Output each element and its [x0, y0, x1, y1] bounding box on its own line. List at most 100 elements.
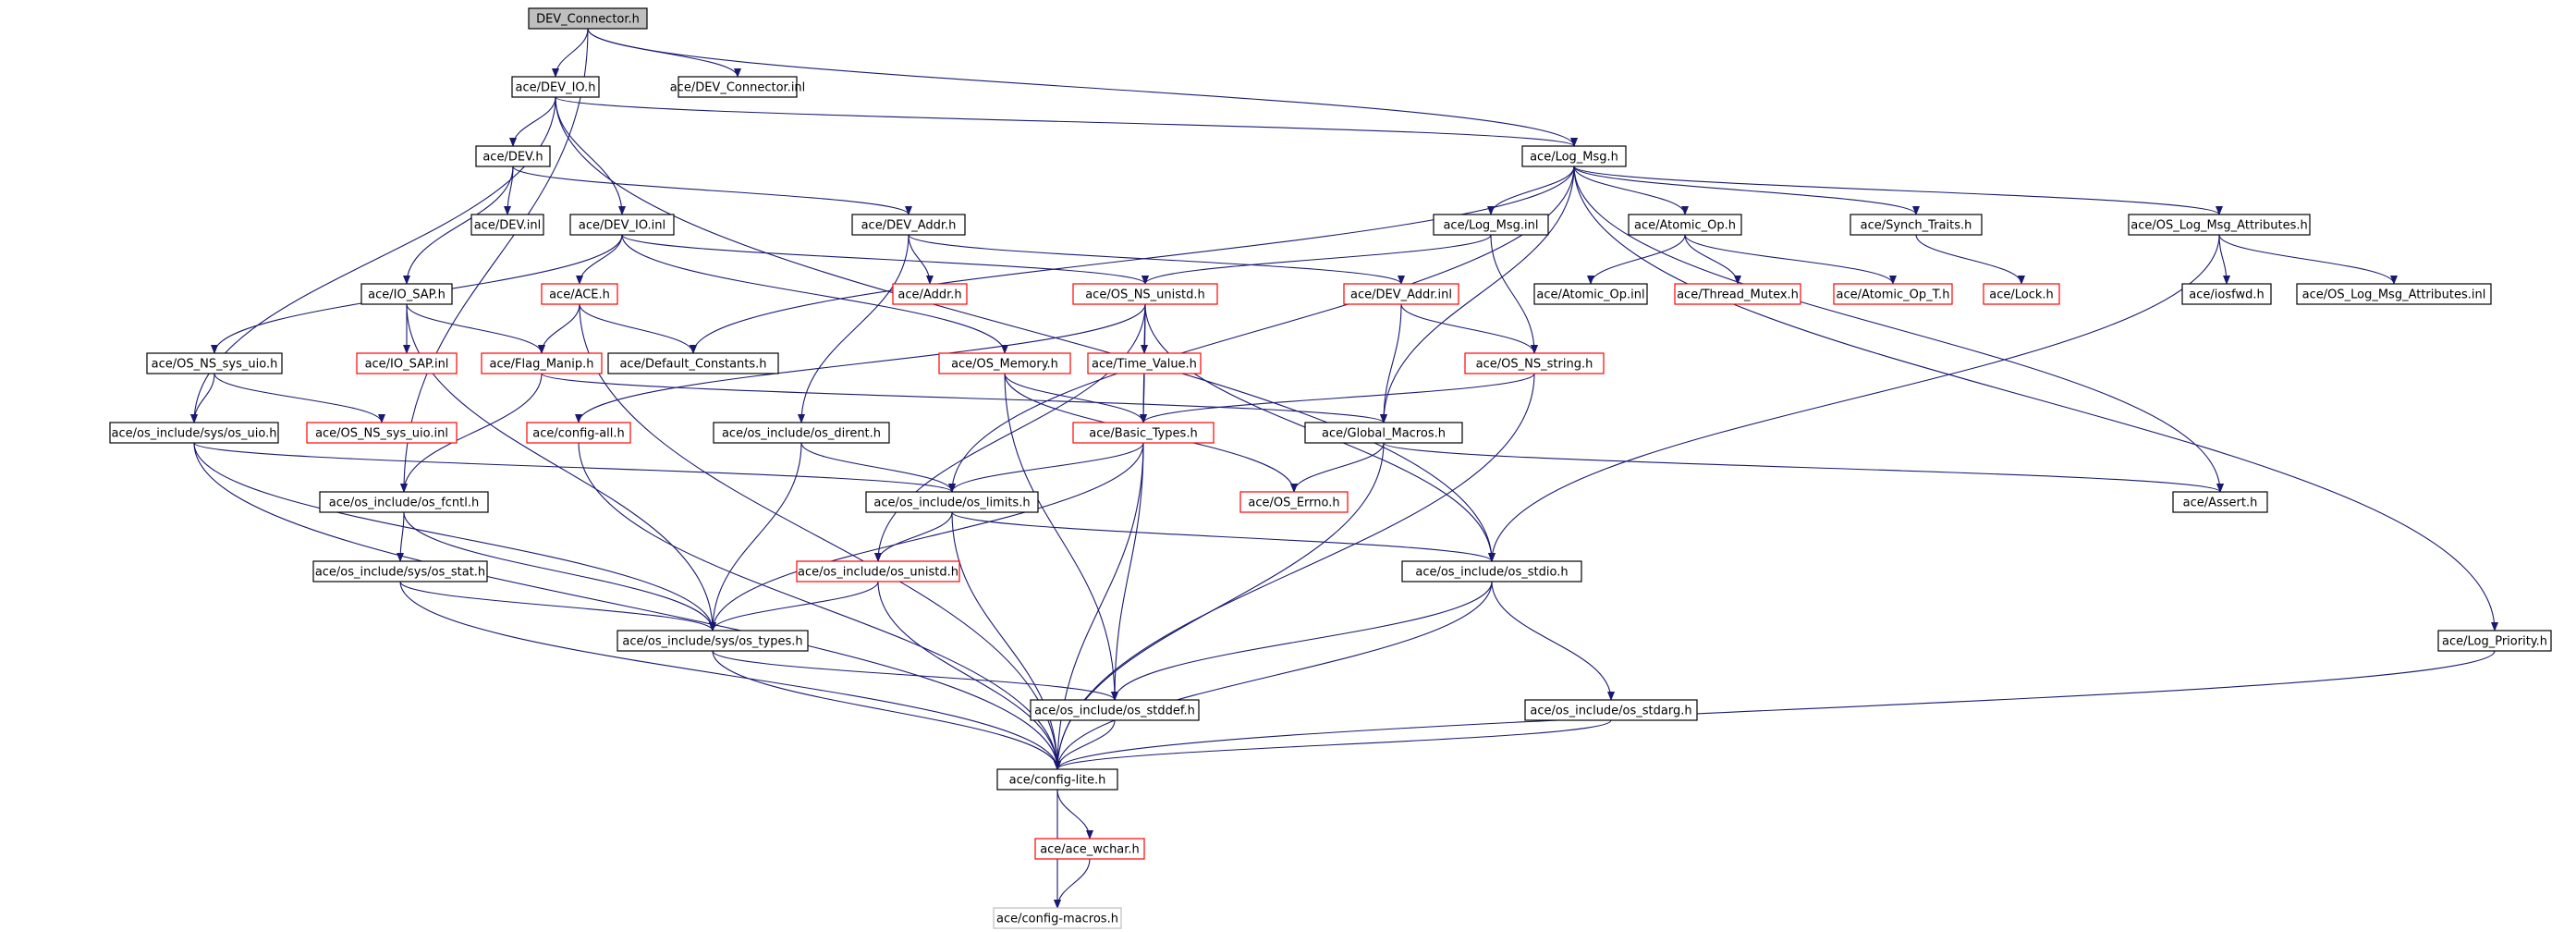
- node-label: ace/Basic_Types.h: [1089, 427, 1197, 441]
- edge-n6-n15: [621, 234, 1149, 285]
- node-box: [569, 214, 675, 236]
- edge-n4-n8: [1487, 166, 1575, 215]
- node-ace-log-msg-inl[interactable]: ace/Log_Msg.inl: [1433, 214, 1549, 236]
- edge-n42-n45: [1111, 581, 1493, 701]
- edge-n41-n47: [877, 581, 1061, 770]
- node-ace-os-include-os-stdarg-h[interactable]: ace/os_include/os_stdarg.h: [1524, 699, 1698, 721]
- node-ace-os-include-os-stdio-h[interactable]: ace/os_include/os_stdio.h: [1401, 560, 1582, 582]
- edge-n30-n37: [193, 442, 956, 493]
- edge-n46-n47: [1054, 719, 1612, 770]
- edge-n9-n18: [1684, 234, 1741, 285]
- node-ace-os-ns-unistd-h[interactable]: ace/OS_NS_unistd.h: [1072, 283, 1218, 305]
- node-ace-atomic-op-inl[interactable]: ace/Atomic_Op.inl: [1533, 283, 1648, 305]
- edge-n43-n45: [712, 650, 1118, 701]
- node-box: [1533, 283, 1648, 305]
- node-box: [892, 283, 968, 305]
- node-ace-synch-traits-h[interactable]: ace/Synch_Traits.h: [1850, 214, 1983, 236]
- node-label: ace/Flag_Manip.h: [490, 358, 594, 372]
- node-ace-os-errno-h[interactable]: ace/OS_Errno.h: [1239, 491, 1349, 513]
- node-ace-global-macros-h[interactable]: ace/Global_Macros.h: [1304, 422, 1463, 444]
- node-box: [2437, 630, 2552, 652]
- node-ace-os-include-sys-os-uio-h[interactable]: ace/os_include/sys/os_uio.h: [109, 422, 279, 444]
- edge-n34-n45: [1111, 442, 1144, 701]
- node-box: [511, 76, 600, 98]
- node-ace-os-include-sys-os-types-h[interactable]: ace/os_include/sys/os_types.h: [617, 630, 809, 652]
- edge-n16-n29: [1400, 303, 1538, 354]
- node-ace-os-include-os-dirent-h[interactable]: ace/os_include/os_dirent.h: [713, 422, 890, 444]
- node-ace-dev-io-h[interactable]: ace/DEV_IO.h: [511, 76, 600, 98]
- node-ace-dev-inl[interactable]: ace/DEV.inl: [470, 214, 544, 236]
- node-box: [851, 214, 966, 236]
- edge-n25-n36: [400, 373, 543, 493]
- node-box: [1850, 214, 1983, 236]
- node-label: ace/OS_Errno.h: [1248, 497, 1339, 510]
- node-label: ace/DEV.inl: [474, 219, 542, 233]
- node-box: [360, 283, 453, 305]
- edge-n45-n47: [1054, 719, 1116, 770]
- node-ace-os-include-os-limits-h[interactable]: ace/os_include/os_limits.h: [865, 491, 1039, 513]
- node-ace-config-all-h[interactable]: ace/config-all.h: [526, 422, 631, 444]
- node-ace-os-include-os-stddef-h[interactable]: ace/os_include/os_stddef.h: [1030, 699, 1200, 721]
- node-box: [1521, 145, 1627, 167]
- node-label: ace/OS_NS_unistd.h: [1085, 288, 1205, 302]
- node-ace-dev-io-inl[interactable]: ace/DEV_IO.inl: [569, 214, 675, 236]
- node-ace-ace-h[interactable]: ace/ACE.h: [541, 283, 618, 305]
- node-ace-dev-h[interactable]: ace/DEV.h: [475, 145, 551, 167]
- node-ace-io-sap-inl[interactable]: ace/IO_SAP.inl: [356, 352, 458, 374]
- node-box: [607, 352, 779, 374]
- node-ace-os-ns-sys-uio-inl[interactable]: ace/OS_NS_sys_uio.inl: [306, 422, 458, 444]
- node-box: [2181, 283, 2272, 305]
- node-box: [1034, 838, 1145, 860]
- edge-n16-n35: [1380, 303, 1402, 423]
- edge-n4-n44: [1573, 166, 2498, 632]
- node-ace-io-sap-h[interactable]: ace/IO_SAP.h: [360, 283, 453, 305]
- edge-n35-n38: [1290, 442, 1385, 493]
- node-label: ace/DEV_Addr.h: [861, 219, 957, 233]
- node-ace-os-ns-string-h[interactable]: ace/OS_NS_string.h: [1464, 352, 1605, 374]
- node-label: ace/os_include/os_dirent.h: [722, 427, 881, 441]
- edge-n13-n25: [538, 303, 580, 354]
- node-ace-iosfwd-h[interactable]: ace/iosfwd.h: [2181, 283, 2272, 305]
- node-label: ace/Atomic_Op.h: [1634, 219, 1736, 233]
- edge-n4-n35: [1380, 166, 1575, 423]
- node-ace-os-include-sys-os-stat-h[interactable]: ace/os_include/sys/os_stat.h: [312, 560, 488, 582]
- edge-n4-n10: [1573, 166, 1920, 215]
- node-ace-log-msg-h[interactable]: ace/Log_Msg.h: [1521, 145, 1627, 167]
- node-ace-os-log-msg-attributes-h[interactable]: ace/OS_Log_Msg_Attributes.h: [2128, 214, 2311, 236]
- node-ace-os-memory-h[interactable]: ace/OS_Memory.h: [938, 352, 1071, 374]
- node-ace-time-value-h[interactable]: ace/Time_Value.h: [1087, 352, 1202, 374]
- node-ace-log-priority-h[interactable]: ace/Log_Priority.h: [2437, 630, 2552, 652]
- node-ace-dev-addr-inl[interactable]: ace/DEV_Addr.inl: [1343, 283, 1459, 305]
- node-ace-config-macros-h[interactable]: ace/config-macros.h: [993, 907, 1122, 929]
- edge-n4-n39: [1573, 166, 2224, 493]
- node-ace-os-ns-sys-uio-h[interactable]: ace/OS_NS_sys_uio.h: [146, 352, 283, 374]
- node-box: [993, 907, 1122, 929]
- node-ace-thread-mutex-h[interactable]: ace/Thread_Mutex.h: [1674, 283, 1801, 305]
- node-ace-addr-h[interactable]: ace/Addr.h: [892, 283, 968, 305]
- edge-n37-n42: [951, 511, 1496, 562]
- node-label: ace/OS_NS_string.h: [1476, 358, 1593, 372]
- node-ace-dev-addr-h[interactable]: ace/DEV_Addr.h: [851, 214, 966, 236]
- node-box: [2172, 491, 2268, 513]
- node-box: [1343, 283, 1459, 305]
- node-label: ace/OS_Log_Msg_Attributes.h: [2130, 219, 2307, 233]
- node-ace-lock-h[interactable]: ace/Lock.h: [1983, 283, 2060, 305]
- edge-n41-n43: [709, 581, 879, 632]
- node-ace-ace-wchar-h[interactable]: ace/ace_wchar.h: [1034, 838, 1145, 860]
- node-ace-config-lite-h[interactable]: ace/config-lite.h: [996, 768, 1118, 791]
- node-box: [475, 145, 551, 167]
- node-dev-connector-h[interactable]: DEV_Connector.h: [528, 7, 648, 30]
- node-label: ace/Log_Msg.h: [1530, 151, 1618, 165]
- node-ace-os-include-os-unistd-h[interactable]: ace/os_include/os_unistd.h: [796, 560, 960, 582]
- node-ace-default-constants-h[interactable]: ace/Default_Constants.h: [607, 352, 779, 374]
- node-ace-basic-types-h[interactable]: ace/Basic_Types.h: [1072, 422, 1215, 444]
- node-ace-atomic-op-h[interactable]: ace/Atomic_Op.h: [1628, 214, 1742, 236]
- node-ace-flag-manip-h[interactable]: ace/Flag_Manip.h: [481, 352, 603, 374]
- node-ace-dev-connector-inl[interactable]: ace/DEV_Connector.inl: [670, 76, 806, 98]
- node-ace-os-include-os-fcntl-h[interactable]: ace/os_include/os_fcntl.h: [319, 491, 489, 513]
- node-ace-assert-h[interactable]: ace/Assert.h: [2172, 491, 2268, 513]
- edge-n3-n7: [512, 166, 912, 215]
- node-ace-os-log-msg-attributes-inl[interactable]: ace/OS_Log_Msg_Attributes.inl: [2296, 283, 2492, 305]
- node-ace-atomic-op-t-h[interactable]: ace/Atomic_Op_T.h: [1833, 283, 1953, 305]
